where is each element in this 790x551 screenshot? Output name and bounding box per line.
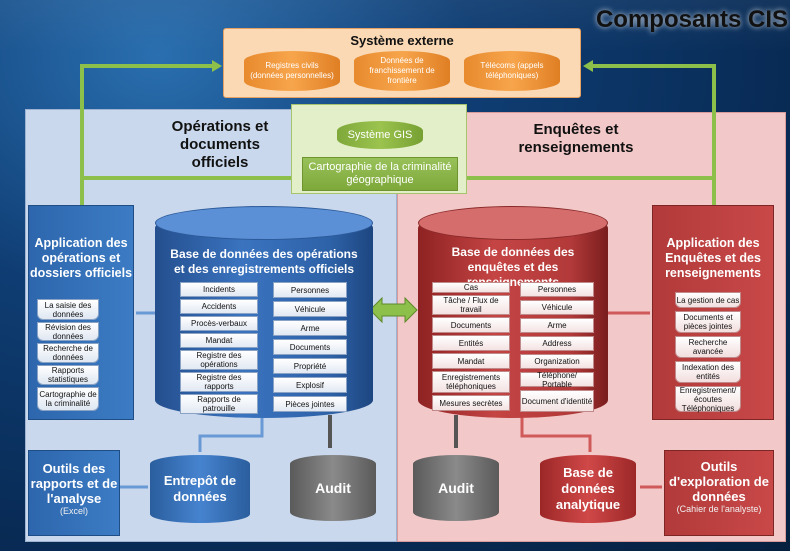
telecom-cylinder: Télécoms (appels téléphoniques) [464, 51, 560, 91]
db-field: Personnes [520, 282, 594, 297]
app-item: Rapports statistiques [37, 365, 99, 385]
arrowhead-left [212, 60, 222, 72]
db-field: Registre des opérations [180, 350, 258, 370]
reporting-tools-sub: (Excel) [59, 506, 88, 516]
db-field: Téléphone/ Portable [520, 371, 594, 389]
reporting-tools[interactable]: Outils des rapports et de l'analyse (Exc… [28, 450, 120, 536]
arrowhead-right [583, 60, 593, 72]
operations-section-title: Opérations et documents officiels [171, 118, 269, 171]
db-field: Mandat [432, 353, 510, 369]
db-field: Pièces jointes [273, 396, 347, 412]
green-connector-right [590, 64, 716, 210]
data-exploration-sub: (Cahier de l'analyste) [676, 504, 762, 514]
db-field: Personnes [273, 282, 347, 298]
investigations-section-title: Enquêtes et renseignements [518, 121, 634, 156]
db-field: Véhicule [520, 300, 594, 315]
red-down-connector [520, 415, 592, 452]
gis-system-cylinder: Système GIS [337, 121, 423, 149]
reporting-tools-title: Outils des rapports et de l'analyse [30, 461, 118, 506]
db-field: Explosif [273, 377, 347, 393]
operations-app-title: Application des opérations et dossiers o… [29, 236, 133, 280]
investigations-db-col1: Cas Tâche / Flux de travail Documents En… [432, 282, 510, 411]
app-item: Révision des données [37, 322, 99, 341]
app-item: Documents et pièces jointes [675, 311, 741, 333]
data-warehouse-cylinder: Entrepôt de données [150, 455, 250, 523]
investigations-application[interactable]: Application des Enquêtes et des renseign… [652, 205, 774, 420]
audit-left-cylinder: Audit [290, 455, 376, 521]
app-item: Recherche avancée [675, 336, 741, 358]
db-field: Organization [520, 354, 594, 369]
center-double-arrow [369, 296, 418, 324]
app-item: La gestion de cas [675, 292, 741, 308]
app-item: Enregistrement/ écoutes Téléphoniques [675, 386, 741, 413]
db-field: Procès-verbaux [180, 316, 258, 331]
app-item: Indexation des entités [675, 361, 741, 383]
db-field: Mandat [180, 333, 258, 348]
operations-db-title: Base de données des opérations et des en… [170, 247, 358, 276]
operations-application[interactable]: Application des opérations et dossiers o… [28, 205, 134, 420]
investigations-db-col2: Personnes Véhicule Arme Address Organiza… [520, 282, 594, 412]
db-field: Cas [432, 282, 510, 293]
analytic-db-cylinder: Base de données analytique [540, 455, 636, 523]
db-field: Entités [432, 335, 510, 351]
db-field: Address [520, 336, 594, 351]
db-field: Registre des rapports [180, 372, 258, 392]
db-field: Enregistrements téléphoniques [432, 371, 510, 393]
db-field: Rapports de patrouille [180, 394, 258, 414]
external-system-box: Système externe Registres civils (donnée… [223, 28, 581, 98]
civil-registry-cylinder: Registres civils (données personnelles) [244, 51, 340, 91]
db-field: Accidents [180, 299, 258, 314]
db-field: Propriété [273, 358, 347, 374]
db-field: Véhicule [273, 301, 347, 317]
gis-box: Système GIS Cartographie de la criminali… [291, 104, 467, 194]
border-crossing-cylinder: Données de franchissement de frontière [354, 51, 450, 91]
data-exploration-title: Outils d'exploration de données [669, 459, 769, 504]
db-field: Document d'identité [520, 390, 594, 412]
investigations-database-top [418, 206, 608, 240]
operations-db-col1: Incidents Accidents Procès-verbaux Manda… [180, 282, 258, 414]
app-item: La saisie des données [37, 299, 99, 320]
db-field: Arme [520, 318, 594, 333]
crime-mapping-box: Cartographie de la criminalité géographi… [302, 157, 458, 191]
external-system-title: Système externe [350, 33, 454, 48]
db-field: Documents [273, 339, 347, 355]
operations-database-top [155, 206, 373, 240]
diagram-title: Composants CIS [595, 6, 788, 33]
app-item: Recherche de données [37, 343, 99, 363]
db-field: Arme [273, 320, 347, 336]
operations-db-col2: Personnes Véhicule Arme Documents Propri… [273, 282, 347, 412]
db-field: Mesures secrètes [432, 395, 510, 411]
db-field: Documents [432, 317, 510, 333]
green-connector-left [80, 64, 215, 210]
audit-right-cylinder: Audit [413, 455, 499, 521]
db-field: Tâche / Flux de travail [432, 295, 510, 315]
app-item: Cartographie de la criminalité [37, 387, 99, 411]
data-exploration-tools[interactable]: Outils d'exploration de données (Cahier … [664, 450, 774, 536]
investigations-app-title: Application des Enquêtes et des renseign… [665, 236, 761, 280]
investigations-db-title: Base de données des enquêtes et des rens… [451, 245, 575, 289]
db-field: Incidents [180, 282, 258, 297]
blue-down-connector [198, 415, 264, 452]
